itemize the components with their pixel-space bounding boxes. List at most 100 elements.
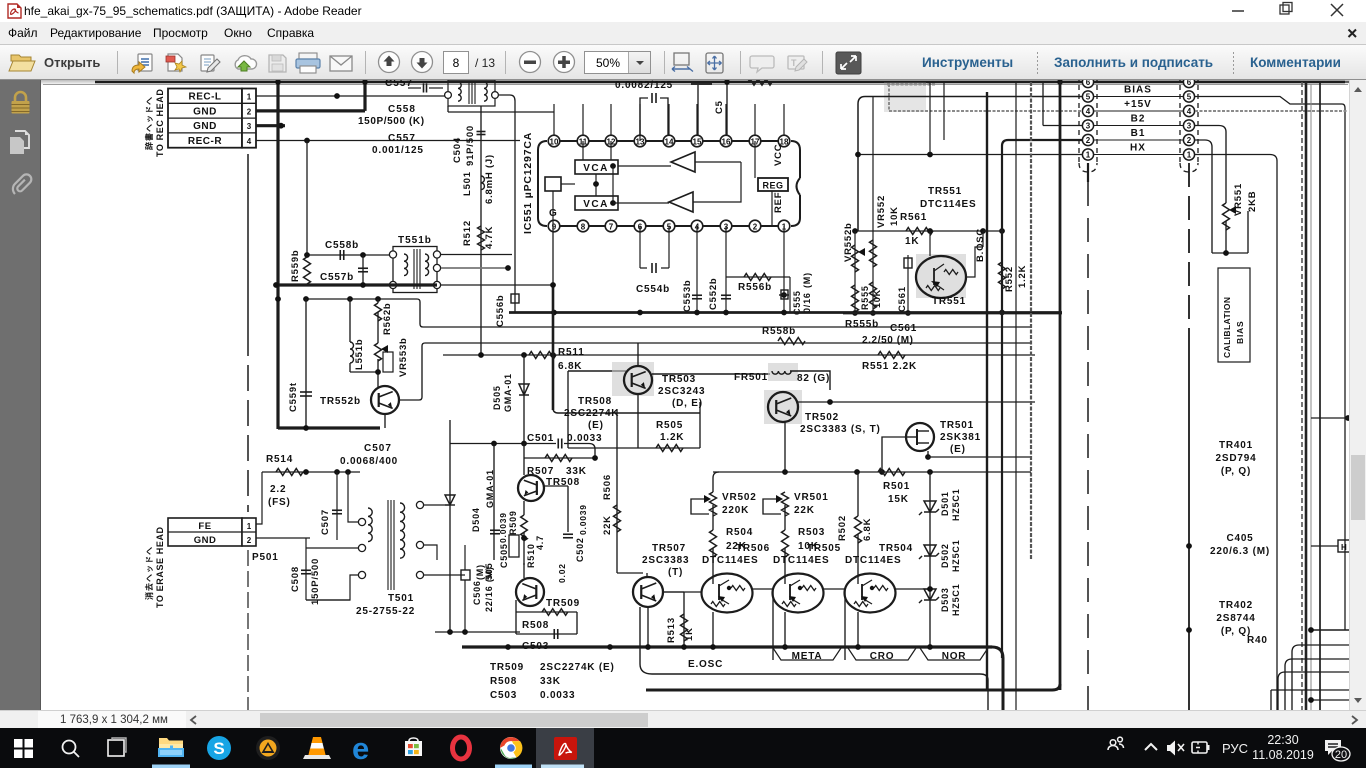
svg-text:1: 1 xyxy=(1086,151,1091,160)
svg-text:TR402: TR402 xyxy=(1219,600,1253,611)
svg-text:TR401: TR401 xyxy=(1219,440,1253,451)
svg-text:C555: C555 xyxy=(792,290,802,315)
svg-text:(M): (M) xyxy=(475,564,485,580)
svg-text:РУС: РУС xyxy=(1222,741,1248,756)
svg-text:2SC3383: 2SC3383 xyxy=(642,555,689,566)
svg-text:E.OSC: E.OSC xyxy=(688,659,723,670)
svg-text:R551 2.2K: R551 2.2K xyxy=(862,361,917,372)
svg-text:C5: C5 xyxy=(714,100,725,114)
svg-text:R513: R513 xyxy=(666,617,677,643)
svg-text:(M): (M) xyxy=(802,272,812,288)
svg-text:C507: C507 xyxy=(320,509,331,535)
svg-text:10K: 10K xyxy=(798,541,819,552)
svg-text:0.0033: 0.0033 xyxy=(567,433,602,444)
svg-text:C505: C505 xyxy=(499,543,509,568)
svg-text:GND: GND xyxy=(193,106,217,117)
svg-text:R506: R506 xyxy=(602,474,613,500)
svg-text:9: 9 xyxy=(552,223,557,232)
svg-text:VR501: VR501 xyxy=(794,492,829,503)
svg-text:P501: P501 xyxy=(252,552,279,563)
svg-text:C503: C503 xyxy=(522,641,549,652)
svg-text:R509: R509 xyxy=(508,510,518,535)
svg-text:TR551: TR551 xyxy=(928,186,962,197)
svg-text:22/16 (M): 22/16 (M) xyxy=(484,566,494,612)
svg-text:IC551 µPC1297CA: IC551 µPC1297CA xyxy=(522,132,534,234)
svg-text:TR501: TR501 xyxy=(940,420,974,431)
svg-text:BIAS: BIAS xyxy=(1235,320,1245,344)
svg-text:3: 3 xyxy=(1086,122,1091,131)
svg-text:R505: R505 xyxy=(656,420,683,431)
svg-text:2SC2274K: 2SC2274K xyxy=(564,408,619,419)
svg-text:R552: R552 xyxy=(1004,266,1015,292)
svg-text:C405: C405 xyxy=(1226,533,1253,544)
svg-text:VR502: VR502 xyxy=(722,492,757,503)
svg-text:2SC3383 (S, T): 2SC3383 (S, T) xyxy=(800,424,881,435)
svg-text:22:30: 22:30 xyxy=(1267,733,1298,747)
svg-text:15K: 15K xyxy=(888,494,909,505)
svg-text:1.2K: 1.2K xyxy=(660,432,684,443)
svg-text:8: 8 xyxy=(581,223,586,232)
svg-text:6.8K: 6.8K xyxy=(862,518,873,541)
svg-text:VCA: VCA xyxy=(583,163,609,174)
svg-text:R555b: R555b xyxy=(845,319,879,330)
svg-text:REG: REG xyxy=(762,181,783,191)
svg-text:D501: D501 xyxy=(940,491,950,516)
svg-text:1.2K: 1.2K xyxy=(1017,265,1028,288)
svg-text:C556b: C556b xyxy=(495,294,506,327)
svg-text:22K: 22K xyxy=(602,515,613,535)
svg-text:TR551: TR551 xyxy=(932,296,966,307)
svg-text:T551b: T551b xyxy=(398,235,432,246)
svg-text:0.0082/125: 0.0082/125 xyxy=(615,80,673,91)
svg-text:TR502: TR502 xyxy=(805,412,839,423)
svg-text:R562b: R562b xyxy=(382,302,393,335)
svg-text:R512: R512 xyxy=(462,220,473,246)
svg-text:TR509: TR509 xyxy=(490,662,524,673)
svg-text:10K: 10K xyxy=(889,206,900,226)
svg-text:BIAS: BIAS xyxy=(1124,84,1152,95)
svg-text:TO ERASE HEAD: TO ERASE HEAD xyxy=(155,526,165,608)
svg-text:1: 1 xyxy=(247,93,252,102)
svg-text:4: 4 xyxy=(247,137,252,146)
svg-text:TR506: TR506 xyxy=(736,543,770,554)
svg-text:5: 5 xyxy=(1086,93,1091,102)
svg-text:TR508: TR508 xyxy=(546,477,580,488)
svg-text:FE: FE xyxy=(198,521,211,532)
svg-text:6: 6 xyxy=(1086,80,1091,87)
svg-text:VCC: VCC xyxy=(773,144,784,166)
svg-text:2SK381: 2SK381 xyxy=(940,432,981,443)
svg-text:TR505: TR505 xyxy=(807,543,841,554)
svg-text:2SC2274K (E): 2SC2274K (E) xyxy=(540,662,615,673)
svg-text:82 (G): 82 (G) xyxy=(797,373,830,384)
svg-text:2SD794: 2SD794 xyxy=(1216,453,1257,464)
svg-text:33K: 33K xyxy=(540,676,561,687)
svg-text:HX: HX xyxy=(1130,142,1146,153)
svg-text:2.2/50 (M): 2.2/50 (M) xyxy=(862,335,914,346)
svg-text:0.02: 0.02 xyxy=(557,563,567,583)
svg-text:DTC114ES: DTC114ES xyxy=(920,199,976,210)
svg-text:REC-L: REC-L xyxy=(188,92,221,103)
svg-text:R555: R555 xyxy=(860,285,870,310)
svg-text:18: 18 xyxy=(780,138,789,147)
svg-text:1K: 1K xyxy=(684,627,695,641)
svg-text:0/16: 0/16 xyxy=(802,292,812,313)
svg-text:R503: R503 xyxy=(798,527,825,538)
svg-text:T501: T501 xyxy=(388,593,414,604)
svg-text:L551b: L551b xyxy=(354,339,365,370)
svg-text:0.0068/400: 0.0068/400 xyxy=(340,456,398,467)
svg-text:R508: R508 xyxy=(522,620,549,631)
svg-text:22K: 22K xyxy=(794,505,815,516)
svg-text:1: 1 xyxy=(247,522,252,531)
svg-text:R40: R40 xyxy=(1247,635,1268,646)
svg-text:REF: REF xyxy=(773,192,784,213)
svg-text:C553b: C553b xyxy=(682,279,693,312)
svg-text:1: 1 xyxy=(1187,151,1192,160)
svg-text:4.7: 4.7 xyxy=(535,535,545,550)
svg-text:D503: D503 xyxy=(940,587,950,612)
svg-text:5: 5 xyxy=(1187,93,1192,102)
svg-text:T: T xyxy=(791,58,797,68)
svg-text:14: 14 xyxy=(665,138,674,147)
svg-text:2: 2 xyxy=(1187,136,1192,145)
svg-text:220K: 220K xyxy=(722,505,749,516)
svg-text:2SC3243: 2SC3243 xyxy=(658,386,705,397)
svg-text:R558b: R558b xyxy=(762,326,796,337)
